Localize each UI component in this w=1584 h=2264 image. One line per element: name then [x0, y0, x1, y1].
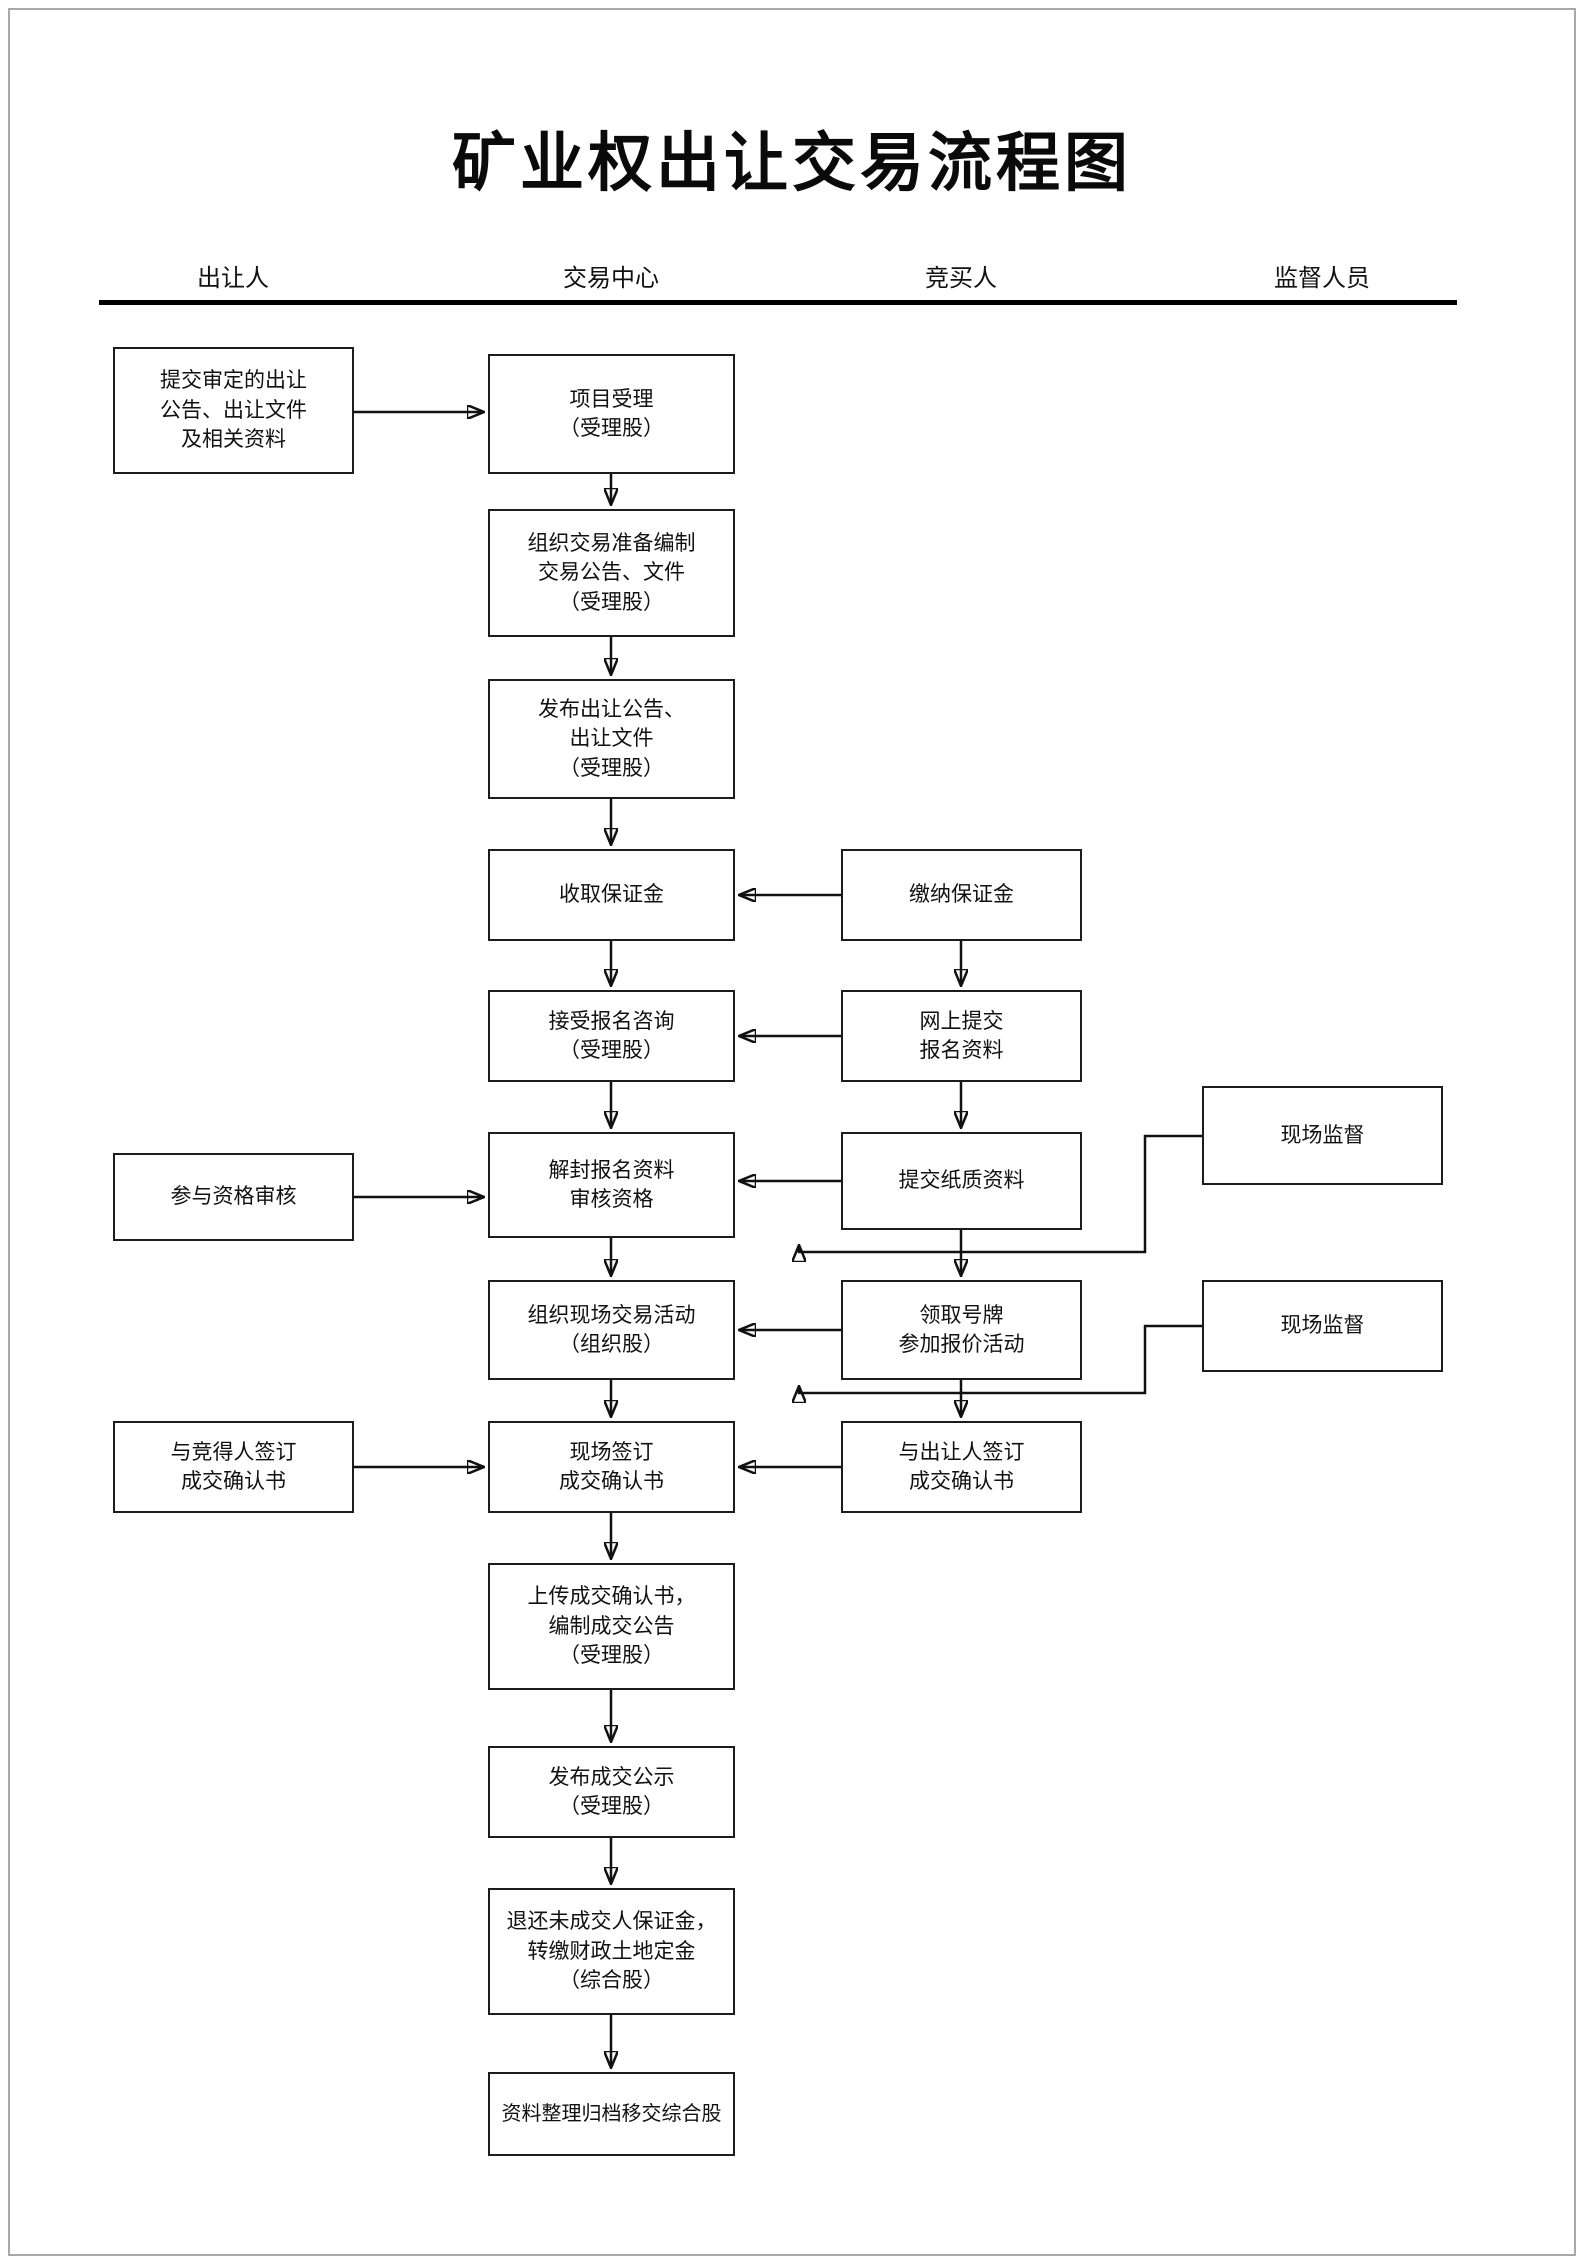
node-label: 缴纳保证金	[909, 883, 1014, 907]
node-label: 参与资格审核	[170, 1185, 297, 1209]
node-label: 组织现场交易活动 （组织股）	[527, 1303, 696, 1356]
node-label: 提交纸质资料	[898, 1169, 1025, 1193]
node-pay-deposit: 缴纳保证金	[841, 849, 1082, 941]
node-label: 提交审定的出让 公告、出让文件 及相关资料	[160, 369, 307, 452]
column-header-transferor: 出让人	[197, 265, 269, 292]
node-onsite-sign-confirmation: 现场签订 成交确认书	[488, 1421, 735, 1513]
page-title: 矿业权出让交易流程图	[452, 127, 1132, 199]
node-label: 发布出让公告、 出让文件 （受理股）	[538, 697, 685, 780]
node-onsite-supervision-1: 现场监督	[1202, 1086, 1443, 1185]
node-submit-approved-documents: 提交审定的出让 公告、出让文件 及相关资料	[113, 347, 354, 474]
node-label: 发布成交公示 （受理股）	[548, 1765, 675, 1818]
node-online-submit-registration: 网上提交 报名资料	[841, 990, 1082, 1082]
node-organize-onsite-transaction: 组织现场交易活动 （组织股）	[488, 1280, 735, 1380]
node-label: 上传成交确认书， 编制成交公告 （受理股）	[527, 1585, 696, 1668]
node-publish-transfer-announcement: 发布出让公告、 出让文件 （受理股）	[488, 679, 735, 799]
node-unseal-review-qualification: 解封报名资料 审核资格	[488, 1132, 735, 1238]
node-accept-registration-inquiry: 接受报名咨询 （受理股）	[488, 990, 735, 1082]
node-refund-deposit-transfer-payment: 退还未成交人保证金， 转缴财政土地定金 （综合股）	[488, 1888, 735, 2015]
node-label: 资料整理归档移交综合股	[501, 2103, 722, 2125]
node-sign-confirmation-with-transferor: 与出让人签订 成交确认书	[841, 1421, 1082, 1513]
node-label: 与出让人签订 成交确认书	[898, 1440, 1025, 1493]
node-label: 收取保证金	[559, 883, 664, 907]
arrow-supervision-2	[799, 1324, 1202, 1393]
column-header-bidder: 竞买人	[925, 265, 997, 292]
node-label: 现场监督	[1280, 1123, 1365, 1147]
node-submit-paper-materials: 提交纸质资料	[841, 1132, 1082, 1230]
node-get-number-plate-bidding: 领取号牌 参加报价活动	[841, 1280, 1082, 1380]
node-label: 接受报名咨询 （受理股）	[548, 1009, 675, 1062]
node-label: 项目受理 （受理股）	[559, 387, 664, 440]
node-participate-qualification-review: 参与资格审核	[113, 1153, 354, 1241]
node-label: 解封报名资料 审核资格	[548, 1158, 675, 1211]
node-label: 现场签订 成交确认书	[559, 1440, 664, 1493]
column-header-trading-center: 交易中心	[563, 265, 659, 292]
column-header-supervisor: 监督人员	[1274, 265, 1370, 292]
node-label: 网上提交 报名资料	[919, 1009, 1004, 1062]
node-label: 现场监督	[1280, 1314, 1365, 1338]
node-label: 组织交易准备编制 交易公告、文件 （受理股）	[527, 531, 696, 614]
node-prepare-transaction-documents: 组织交易准备编制 交易公告、文件 （受理股）	[488, 509, 735, 637]
node-publish-transaction-notice: 发布成交公示 （受理股）	[488, 1746, 735, 1838]
arrow-supervision-1	[799, 1134, 1202, 1252]
node-project-acceptance: 项目受理 （受理股）	[488, 354, 735, 474]
node-sign-confirmation-with-winner: 与竞得人签订 成交确认书	[113, 1421, 354, 1513]
header-rule	[99, 300, 1457, 305]
node-label: 与竞得人签订 成交确认书	[170, 1440, 297, 1493]
node-label: 退还未成交人保证金， 转缴财政土地定金 （综合股）	[506, 1910, 717, 1993]
node-label: 领取号牌 参加报价活动	[898, 1303, 1025, 1356]
node-archive-transfer-materials: 资料整理归档移交综合股	[488, 2072, 735, 2156]
node-collect-deposit: 收取保证金	[488, 849, 735, 941]
node-upload-confirmation-prepare-announcement: 上传成交确认书， 编制成交公告 （受理股）	[488, 1563, 735, 1690]
node-onsite-supervision-2: 现场监督	[1202, 1280, 1443, 1372]
